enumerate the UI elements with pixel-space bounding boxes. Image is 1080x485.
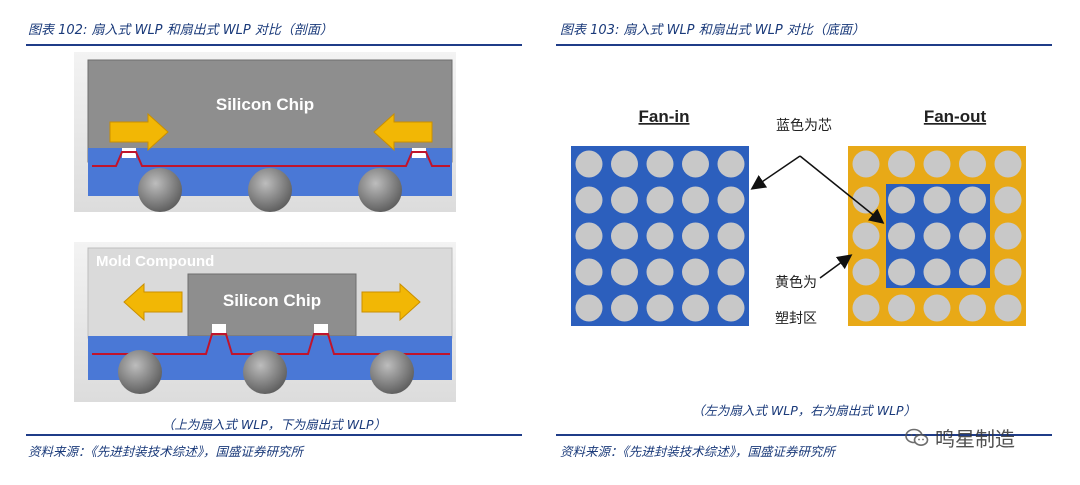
right-bottom-rule	[556, 434, 1052, 436]
yellow-arrow	[819, 254, 853, 279]
solder-ball	[682, 222, 709, 250]
top-chip-label: Silicon Chip	[216, 95, 314, 114]
solder-ball	[959, 186, 986, 214]
solder-ball	[682, 150, 709, 178]
left-caption: （上为扇入式 WLP，下为扇出式 WLP）	[161, 417, 387, 432]
solder-ball	[852, 294, 880, 322]
solder-ball	[852, 150, 880, 178]
fan-in-ball-grid	[575, 150, 745, 322]
left-source: 资料来源：《先进封装技术综述》，国盛证券研究所	[28, 444, 304, 459]
solder-ball	[888, 150, 915, 178]
fan-in-label: Fan-in	[639, 107, 690, 126]
fan-out-ball-grid	[852, 150, 1022, 322]
top-solder-ball	[138, 168, 182, 212]
solder-ball	[717, 258, 745, 286]
blue-arrow-to-fan-in	[750, 155, 801, 190]
solder-ball	[611, 222, 638, 250]
solder-ball	[994, 294, 1022, 322]
right-caption: （左为扇入式 WLP，右为扇出式 WLP）	[691, 403, 917, 418]
solder-ball	[717, 294, 745, 322]
solder-ball	[646, 150, 674, 178]
top-solder-ball	[358, 168, 402, 212]
wechat-icon	[905, 428, 929, 446]
solder-ball	[717, 150, 745, 178]
solder-ball	[575, 294, 603, 322]
solder-ball	[923, 222, 951, 250]
solder-ball	[959, 222, 986, 250]
top-arrow-left	[373, 112, 433, 152]
solder-ball	[646, 186, 674, 214]
solder-ball	[959, 258, 986, 286]
solder-ball	[994, 222, 1022, 250]
solder-ball	[646, 222, 674, 250]
top-arrow-right	[109, 112, 169, 152]
solder-ball	[717, 186, 745, 214]
solder-ball	[682, 294, 709, 322]
fan-out-label: Fan-out	[924, 107, 987, 126]
solder-ball	[575, 150, 603, 178]
solder-ball	[852, 258, 880, 286]
solder-ball	[575, 222, 603, 250]
solder-ball	[852, 186, 880, 214]
fan-in-fan-out-bottom-view: Fan-in Fan-out 蓝色为芯 黄色为 塑封区	[571, 107, 1026, 326]
bottom-chip-label: Silicon Chip	[223, 291, 321, 310]
bottom-pad-left	[212, 324, 226, 334]
bottom-solder-ball	[370, 350, 414, 394]
top-solder-ball	[248, 168, 292, 212]
right-source: 资料来源：《先进封装技术综述》，国盛证券研究所	[560, 444, 836, 459]
right-title-rule	[556, 44, 1052, 46]
watermark: 鸣星制造	[905, 423, 1015, 452]
solder-ball	[994, 186, 1022, 214]
right-figure-title: 图表 103: 扇入式 WLP 和扇出式 WLP 对比（底面）	[560, 23, 865, 38]
solder-ball	[923, 150, 951, 178]
solder-ball	[611, 186, 638, 214]
bottom-arrow-right	[361, 282, 421, 322]
solder-ball	[611, 150, 638, 178]
solder-ball	[923, 294, 951, 322]
watermark-text: 鸣星制造	[935, 427, 1015, 451]
solder-ball	[888, 258, 915, 286]
solder-ball	[682, 186, 709, 214]
left-title-rule	[26, 44, 522, 46]
bottom-arrow-left	[123, 282, 183, 322]
solder-ball	[923, 258, 951, 286]
top-redistribution-layer	[92, 151, 450, 167]
yellow-note-line1: 黄色为	[775, 274, 817, 290]
solder-ball	[888, 222, 915, 250]
yellow-note-line2: 塑封区	[775, 310, 817, 326]
solder-ball	[575, 186, 603, 214]
solder-ball	[611, 294, 638, 322]
left-figure-title: 图表 102: 扇入式 WLP 和扇出式 WLP 对比（剖面）	[28, 23, 333, 38]
solder-ball	[852, 222, 880, 250]
blue-arrow-to-fan-out	[799, 155, 885, 224]
solder-ball	[646, 294, 674, 322]
bottom-solder-ball	[118, 350, 162, 394]
mold-label: Mold Compound	[96, 253, 214, 270]
solder-ball	[959, 294, 986, 322]
solder-ball	[682, 258, 709, 286]
solder-ball	[959, 150, 986, 178]
solder-ball	[575, 258, 603, 286]
solder-ball	[611, 258, 638, 286]
solder-ball	[717, 222, 745, 250]
fan-in-fan-out-cross-section: Silicon Chip Mold Compound Silicon Chip	[74, 52, 456, 402]
blue-note: 蓝色为芯	[776, 117, 832, 133]
solder-ball	[888, 186, 915, 214]
solder-ball	[888, 294, 915, 322]
solder-ball	[994, 258, 1022, 286]
bottom-pad-right	[314, 324, 328, 334]
solder-ball	[923, 186, 951, 214]
solder-ball	[994, 150, 1022, 178]
bottom-solder-ball	[243, 350, 287, 394]
solder-ball	[646, 258, 674, 286]
left-bottom-rule	[26, 434, 522, 436]
